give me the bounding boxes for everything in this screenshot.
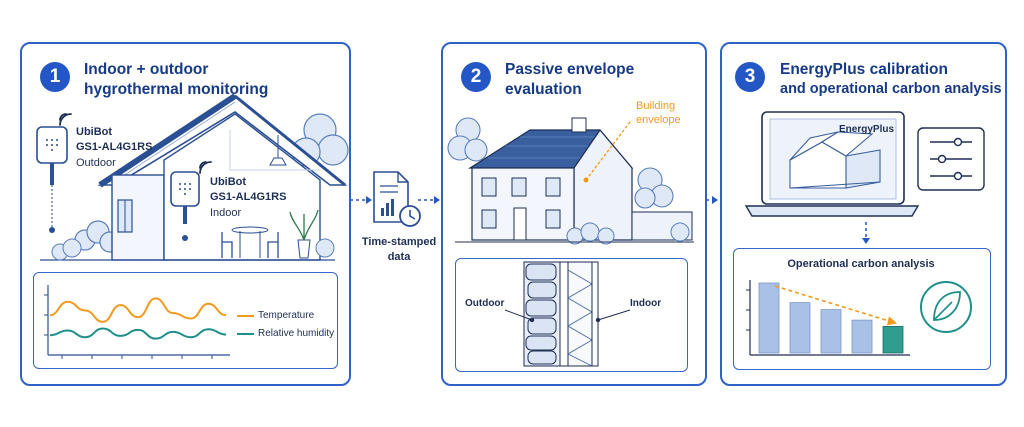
sensor-indoor-location: Indoor [210,207,242,219]
bar-4 [851,319,873,354]
step-2-title-line2: evaluation [505,81,582,98]
carbon-chart-title: Operational carbon analysis [787,258,935,270]
connector-label-line2: data [387,251,411,263]
bar-2 [789,302,811,354]
legend-temperature: Temperature [258,310,315,321]
monitoring-chart-box [33,272,338,369]
step-2-number: 2 [461,62,491,92]
series-line-humidity [49,327,227,340]
step-3-title-line2: and operational carbon analysis [780,81,1002,97]
wall-indoor-label: Indoor [630,298,662,309]
envelope-label-line1: Building [636,100,676,112]
sensor-outdoor-model: GS1-AL4G1RS [76,141,153,153]
connector-label-line1: Time-stamped [361,236,437,248]
step-3-title-line1: EnergyPlus calibration [780,61,948,78]
bar-5 [882,325,904,354]
envelope-label-line2: envelope [636,114,681,126]
bar-1 [758,282,780,354]
series-line-temperature [49,297,227,323]
sensor-outdoor-name: UbiBot [76,126,113,138]
bar-3 [820,309,842,354]
energyplus-screen-label: EnergyPlus [839,124,895,135]
wall-outdoor-label: Outdoor [465,298,505,309]
step-1-title-line1: Indoor + outdoor [84,61,209,78]
trend-arrow [774,285,888,322]
step-2-title-line1: Passive envelope [505,61,635,78]
step-1-title-line2: hygrothermal monitoring [84,81,269,98]
sensor-outdoor-location: Outdoor [76,157,116,169]
step-3-number: 3 [735,62,765,92]
trend-arrowhead [887,316,897,326]
step-1-number: 1 [40,62,70,92]
sensor-indoor-name: UbiBot [210,176,247,188]
legend-humidity: Relative humidity [258,328,335,339]
sensor-indoor-model: GS1-AL4G1RS [210,191,287,203]
